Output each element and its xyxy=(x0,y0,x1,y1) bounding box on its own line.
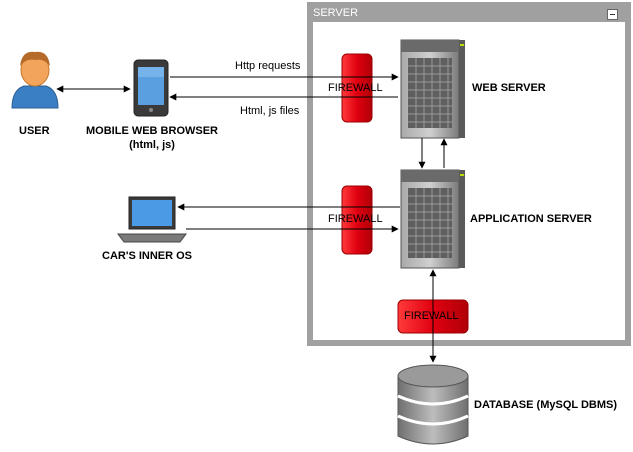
database-label: DATABASE (MySQL DBMS) xyxy=(474,399,617,411)
firewall-1-icon xyxy=(341,53,373,123)
html-js-files-label: Html, js files xyxy=(240,105,300,117)
firewall-2-icon xyxy=(341,185,373,255)
server-container-header xyxy=(310,5,628,22)
connectors xyxy=(56,73,448,363)
user-label: USER xyxy=(19,125,50,137)
firewall-3-label: FIREWALL xyxy=(404,310,459,322)
http-requests-label: Http requests xyxy=(235,60,301,72)
database-icon xyxy=(397,364,469,445)
user-icon xyxy=(11,51,59,109)
web-server-icon xyxy=(400,39,465,139)
collapse-icon[interactable] xyxy=(607,9,618,20)
mobile-phone-icon xyxy=(133,59,169,117)
web-server-label: WEB SERVER xyxy=(472,82,546,94)
application-server-icon xyxy=(400,169,465,269)
firewall-1-label: FIREWALL xyxy=(328,82,383,94)
mobile-browser-label: MOBILE WEB BROWSER xyxy=(86,125,218,137)
firewall-2-label: FIREWALL xyxy=(328,213,383,225)
car-os-label: CAR'S INNER OS xyxy=(102,250,193,262)
laptop-icon xyxy=(117,196,187,243)
server-container-title: SERVER xyxy=(313,7,359,19)
application-server-label: APPLICATION SERVER xyxy=(470,213,592,225)
mobile-browser-sublabel: (html, js) xyxy=(129,139,175,151)
